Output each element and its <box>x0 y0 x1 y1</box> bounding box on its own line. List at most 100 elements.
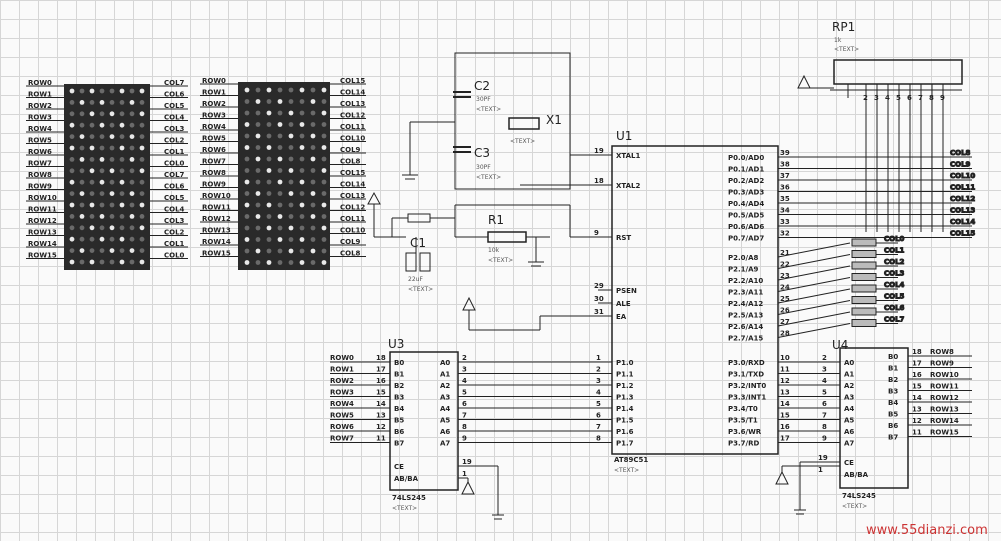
led-dot <box>139 134 145 140</box>
led-dot <box>109 259 115 265</box>
u1-pin-name: XTAL2 <box>616 182 641 190</box>
led-dot <box>299 260 305 265</box>
led-dot <box>277 122 283 127</box>
led-dot <box>129 145 135 151</box>
led-dot <box>277 110 283 116</box>
u3-ctrl-name: CE <box>394 463 404 471</box>
u3-pin-name: B5 <box>394 417 404 425</box>
led-dot <box>244 99 250 104</box>
led-dot <box>139 225 145 231</box>
led-dot <box>109 88 115 94</box>
u1-pin-name: P2.2/A10 <box>728 277 763 285</box>
u1-pin-number: 4 <box>596 389 601 397</box>
led-dot <box>288 248 294 254</box>
p2-net-label: COL4 <box>884 281 905 289</box>
p2-net-wire <box>777 323 851 338</box>
led-dot <box>310 122 316 127</box>
led-dot <box>109 202 115 208</box>
u4-pin-number: 16 <box>912 371 922 379</box>
led-dot <box>299 122 305 127</box>
oscillator-wiring <box>402 52 612 190</box>
u1-pin-name: P0.3/AD3 <box>728 189 764 197</box>
u4-pin-name: A1 <box>844 371 854 379</box>
u1-pin-number: 2 <box>596 366 601 374</box>
u1-pin-number: 23 <box>780 272 790 280</box>
led-dot <box>299 145 305 150</box>
u3-pin-number: 9 <box>462 435 467 443</box>
u4-pin-name: A6 <box>844 428 854 436</box>
u4-pin-number: 11 <box>912 429 922 437</box>
led-dot <box>79 145 85 151</box>
led-matrix-right-dots <box>244 87 327 265</box>
u1-pin-name: P2.3/A11 <box>728 289 763 297</box>
power-arrow-rp1 <box>797 74 834 89</box>
led-dot <box>266 191 272 196</box>
led-dot <box>266 202 272 208</box>
led-dot <box>99 145 105 151</box>
u3-net-label: ROW1 <box>330 366 354 374</box>
matrix-col-label: COL6 <box>164 183 185 191</box>
led-dot <box>139 248 145 254</box>
c3-ref: C3 <box>474 146 490 160</box>
u4-pin-name: B3 <box>888 388 898 396</box>
led-dot <box>255 191 261 196</box>
led-dot <box>255 87 261 93</box>
led-dot <box>321 156 327 162</box>
matrix-col-label: COL3 <box>164 125 185 133</box>
led-dot <box>244 191 250 196</box>
matrix-col-label: COL7 <box>164 171 185 179</box>
u4-pin-number: 9 <box>822 435 827 443</box>
led-dot <box>244 179 250 185</box>
rp1-ref: RP1 <box>832 20 855 34</box>
led-dot <box>99 88 105 94</box>
led-dot <box>99 168 105 174</box>
bus-wiring: COL8COL9COL10COL11COL12COL13COL14COL15CO… <box>458 149 976 443</box>
led-dot <box>310 168 316 173</box>
u3-pin-number: 15 <box>376 389 386 397</box>
c2-value: 30PF <box>476 96 491 103</box>
led-dot <box>89 88 95 94</box>
led-dot <box>255 260 261 265</box>
led-dot <box>139 179 145 185</box>
led-dot <box>99 179 105 185</box>
led-dot <box>321 202 327 208</box>
led-dot <box>321 214 327 219</box>
led-dot <box>89 236 95 242</box>
led-dot <box>299 237 305 242</box>
led-dot <box>244 156 250 162</box>
led-dot <box>99 157 105 162</box>
led-dot <box>255 110 261 116</box>
matrix-col-label: COL14 <box>340 181 365 189</box>
u1-pin-number: 3 <box>596 377 601 385</box>
u1-pin-number: 9 <box>594 229 599 237</box>
u1-pin-number: 17 <box>780 435 790 443</box>
led-dot <box>321 191 327 196</box>
u1-pin-name: P2.6/A14 <box>728 323 763 331</box>
led-dot <box>288 87 294 93</box>
u1-pin-number: 12 <box>780 377 790 385</box>
led-dot <box>321 237 327 242</box>
u3-pin-name: B7 <box>394 440 404 448</box>
u1-pin-number: 11 <box>780 366 790 374</box>
led-dot <box>277 87 283 93</box>
led-dot <box>89 168 95 174</box>
p2-net-wire <box>777 277 851 292</box>
u4-pin-name: B0 <box>888 353 898 361</box>
r1-ref: R1 <box>488 213 504 227</box>
u4-pin-number: 18 <box>912 348 922 356</box>
matrix-row-label: ROW8 <box>202 169 226 177</box>
led-dot <box>288 260 294 265</box>
led-dot <box>288 179 294 185</box>
led-dot <box>277 168 283 173</box>
led-dot <box>129 259 135 265</box>
led-dot <box>139 214 145 219</box>
u1-pin-number: 29 <box>594 282 604 290</box>
led-dot <box>277 191 283 196</box>
p0-net-label: COL11 <box>950 184 975 192</box>
led-dot <box>310 133 316 139</box>
matrix-col-label: COL12 <box>340 204 365 212</box>
led-dot <box>109 191 115 197</box>
matrix-row-label: ROW5 <box>28 137 52 145</box>
u1-pin-number: 13 <box>780 389 790 397</box>
